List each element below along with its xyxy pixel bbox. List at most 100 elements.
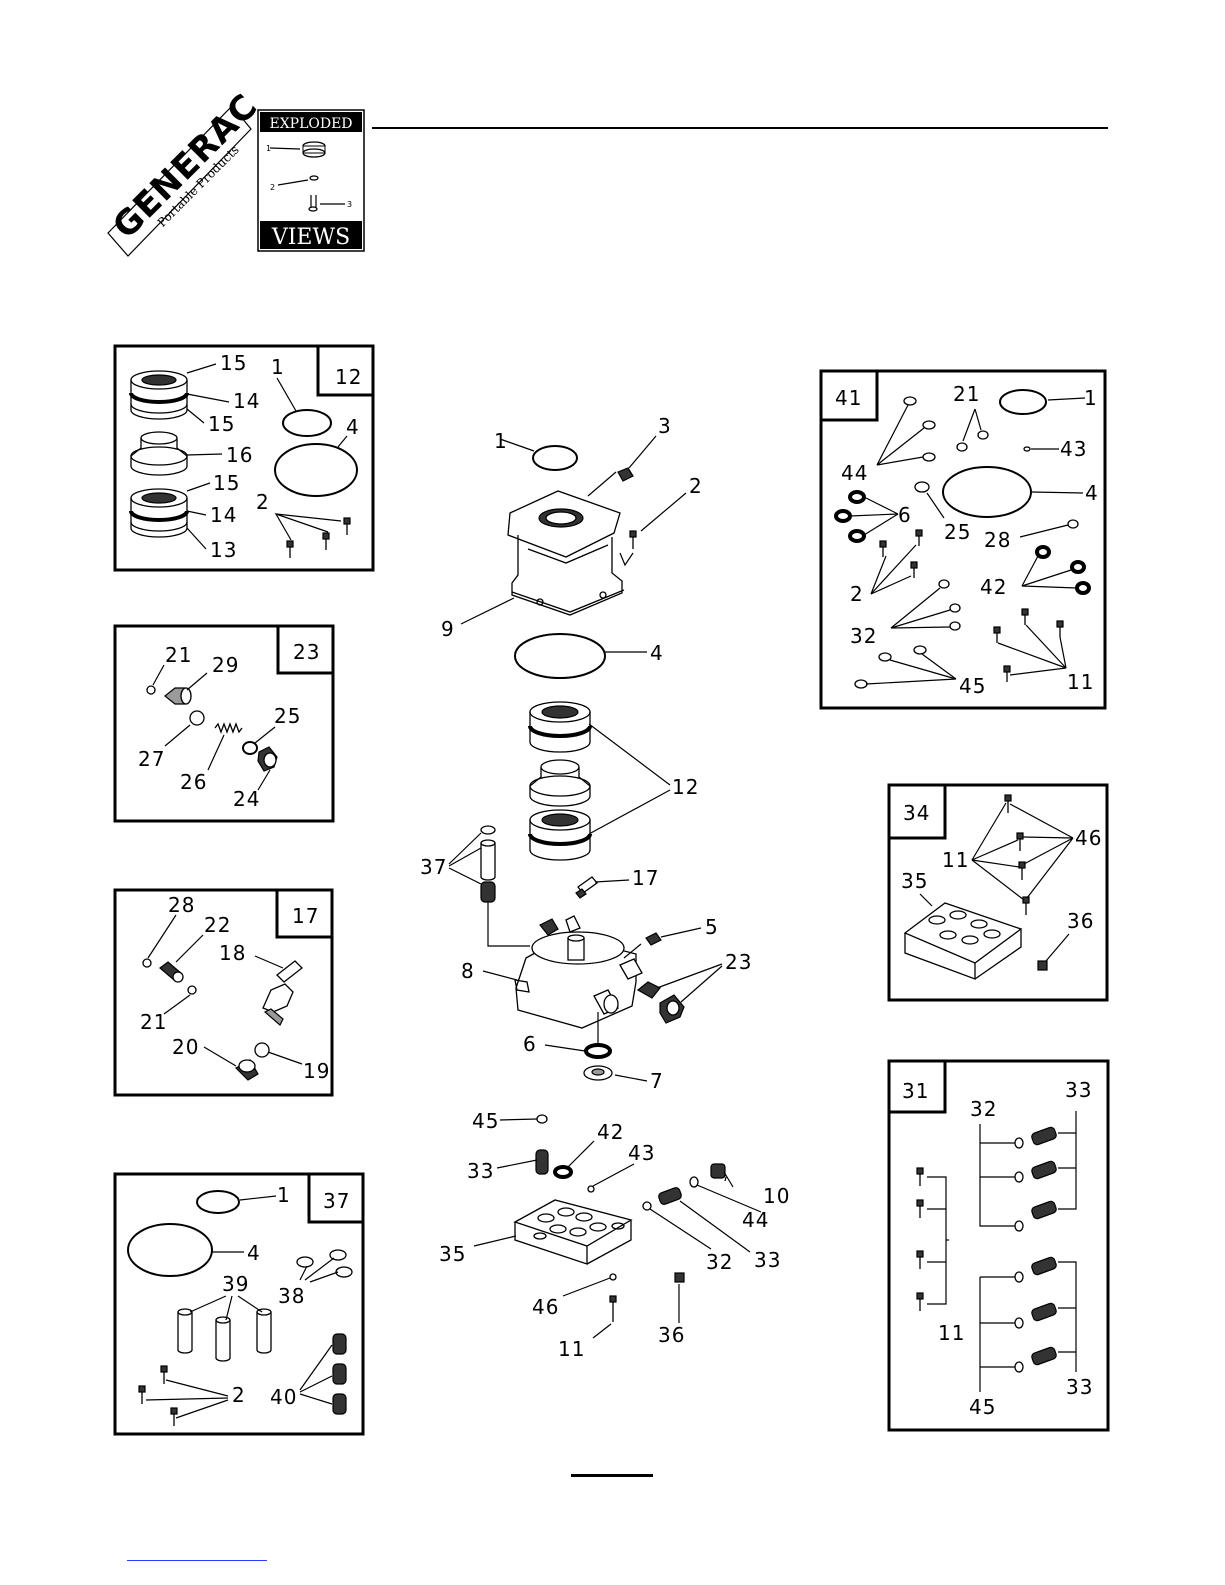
nipple-fitting-icon	[576, 877, 597, 898]
inset-34-title: 34	[903, 801, 930, 825]
callout-label: 21	[165, 643, 192, 667]
callout-label: 37	[420, 855, 447, 879]
callout-label: 2	[689, 474, 703, 498]
callout-label: 46	[532, 1295, 559, 1319]
callout-label: 28	[984, 528, 1011, 552]
callout-label: 36	[1067, 909, 1094, 933]
callout-label: 46	[1075, 826, 1102, 850]
bushing-icon	[131, 432, 187, 475]
callout-label: 9	[441, 617, 455, 641]
inset-31: 31	[889, 1061, 1108, 1430]
callout-label: 14	[210, 503, 237, 527]
check-valve-icon	[160, 962, 183, 982]
inset-17: 17 28 22 18 21 20 19	[115, 890, 332, 1095]
piston-icon	[481, 826, 495, 902]
callout-label: 36	[658, 1323, 685, 1347]
callout-label: 18	[219, 941, 246, 965]
callout-label: 13	[210, 538, 237, 562]
o-ring-icon	[643, 1202, 651, 1210]
seat-icon	[236, 1060, 258, 1080]
callout-label: 35	[901, 869, 928, 893]
callout-label: 40	[270, 1385, 297, 1409]
callout-label: 45	[472, 1109, 499, 1133]
plug-icon	[711, 1164, 725, 1178]
callout-label: 19	[303, 1059, 330, 1083]
washer-icon	[610, 1274, 616, 1280]
callout-label: 45	[959, 674, 986, 698]
plug-icon	[618, 468, 633, 481]
callout-label: 4	[650, 641, 664, 665]
bushing-icon	[530, 760, 590, 806]
inset-23-title: 23	[293, 640, 320, 664]
inset-12-title: 12	[335, 365, 362, 389]
o-ring-icon	[1000, 390, 1046, 414]
o-ring-icon	[275, 444, 357, 496]
callout-label: 38	[278, 1284, 305, 1308]
callout-label: 2	[232, 1383, 246, 1407]
callout-label: 42	[597, 1120, 624, 1144]
cap-screw-icon	[917, 1168, 923, 1311]
callout-label: 35	[439, 1242, 466, 1266]
callout-label: 1	[271, 355, 285, 379]
o-ring-icon	[143, 959, 151, 967]
callout-label: 3	[658, 414, 672, 438]
washer-icon	[190, 711, 204, 725]
logo-brand: GENERAC	[105, 86, 266, 247]
inset-41: 41	[821, 371, 1105, 708]
o-ring-icon	[588, 1186, 594, 1192]
callout-label: 20	[172, 1035, 199, 1059]
callout-label: 43	[1060, 437, 1087, 461]
inset-12: 12	[115, 346, 373, 570]
callout-label: 6	[523, 1032, 537, 1056]
o-ring-icon	[555, 1167, 571, 1177]
check-valve-icon	[536, 1150, 548, 1174]
ball-icon	[255, 1043, 269, 1057]
generac-logo: GENERAC Portable Products	[105, 86, 273, 256]
callout-label: 45	[969, 1395, 996, 1419]
o-ring-icon	[188, 986, 196, 994]
plug-icon	[646, 933, 661, 945]
o-ring-icon	[943, 467, 1031, 517]
callout-label: 17	[632, 866, 659, 890]
seal-icon	[584, 1066, 612, 1080]
badge-bottom-text: VIEWS	[271, 225, 350, 250]
callout-label: 4	[1085, 481, 1099, 505]
cap-screw-icon	[630, 531, 636, 549]
callout-label: 43	[628, 1141, 655, 1165]
callout-label: 6	[898, 503, 912, 527]
piston-icon	[178, 1309, 271, 1361]
o-ring-icon	[283, 410, 331, 436]
o-ring-icon	[533, 446, 577, 470]
main-pump-assembly: 1 3 2 9 4 12 37 17 5 8 23 6 7	[420, 414, 790, 1361]
callout-label: 15	[208, 412, 235, 436]
footer-link-underline[interactable]	[127, 1560, 267, 1561]
inset-41-title: 41	[835, 386, 862, 410]
thrust-bearing-icon	[530, 810, 590, 860]
badge-num-1: 1	[266, 144, 271, 153]
callout-label: 44	[841, 461, 868, 485]
exploded-views-badge: EXPLODED VIEWS 1 2 3	[258, 110, 364, 251]
callout-label: 33	[1065, 1078, 1092, 1102]
inset-17-title: 17	[292, 904, 319, 928]
callout-label: 15	[213, 471, 240, 495]
valve-icon	[165, 688, 191, 704]
callout-label: 26	[180, 770, 207, 794]
thrust-bearing-icon	[131, 371, 187, 419]
thrust-bearing-icon	[530, 702, 590, 752]
callout-label: 5	[705, 915, 719, 939]
cap-screw-icon	[139, 1366, 177, 1426]
o-ring-icon	[1015, 1138, 1023, 1231]
callout-label: 27	[138, 747, 165, 771]
o-ring-icon	[515, 634, 605, 678]
callout-label: 21	[140, 1010, 167, 1034]
check-valve-icon	[1031, 1126, 1058, 1219]
o-ring-icon	[147, 686, 155, 694]
callout-label: 4	[247, 1241, 261, 1265]
pump-manifold-icon	[515, 916, 642, 1028]
callout-label: 44	[742, 1208, 769, 1232]
callout-label: 28	[168, 893, 195, 917]
callout-label: 10	[763, 1184, 790, 1208]
check-valve-icon	[1031, 1256, 1058, 1365]
plug-icon	[675, 1273, 684, 1282]
valve-icon	[638, 982, 684, 1023]
